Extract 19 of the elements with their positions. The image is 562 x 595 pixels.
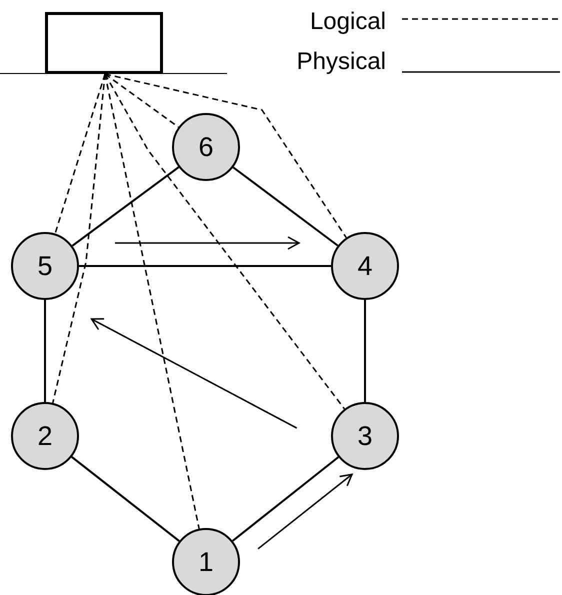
dashed-line (104, 73, 179, 128)
arrow (258, 474, 353, 550)
link-line (71, 456, 180, 542)
dashed-line (104, 74, 346, 410)
dashed-line (54, 74, 106, 234)
controller-box (45, 12, 163, 74)
arrow (90, 318, 298, 429)
dashed-line (104, 73, 347, 238)
link-line (364, 300, 366, 402)
link-line (79, 265, 331, 267)
legend-label: Physical (296, 50, 386, 74)
legend-label: Logical (310, 10, 386, 34)
link-line (232, 166, 338, 246)
arrow (115, 236, 300, 250)
link-line (44, 300, 46, 402)
dashed-line (52, 74, 106, 404)
link-line (72, 166, 180, 247)
link-line (232, 456, 339, 542)
dashed-line (104, 74, 200, 529)
